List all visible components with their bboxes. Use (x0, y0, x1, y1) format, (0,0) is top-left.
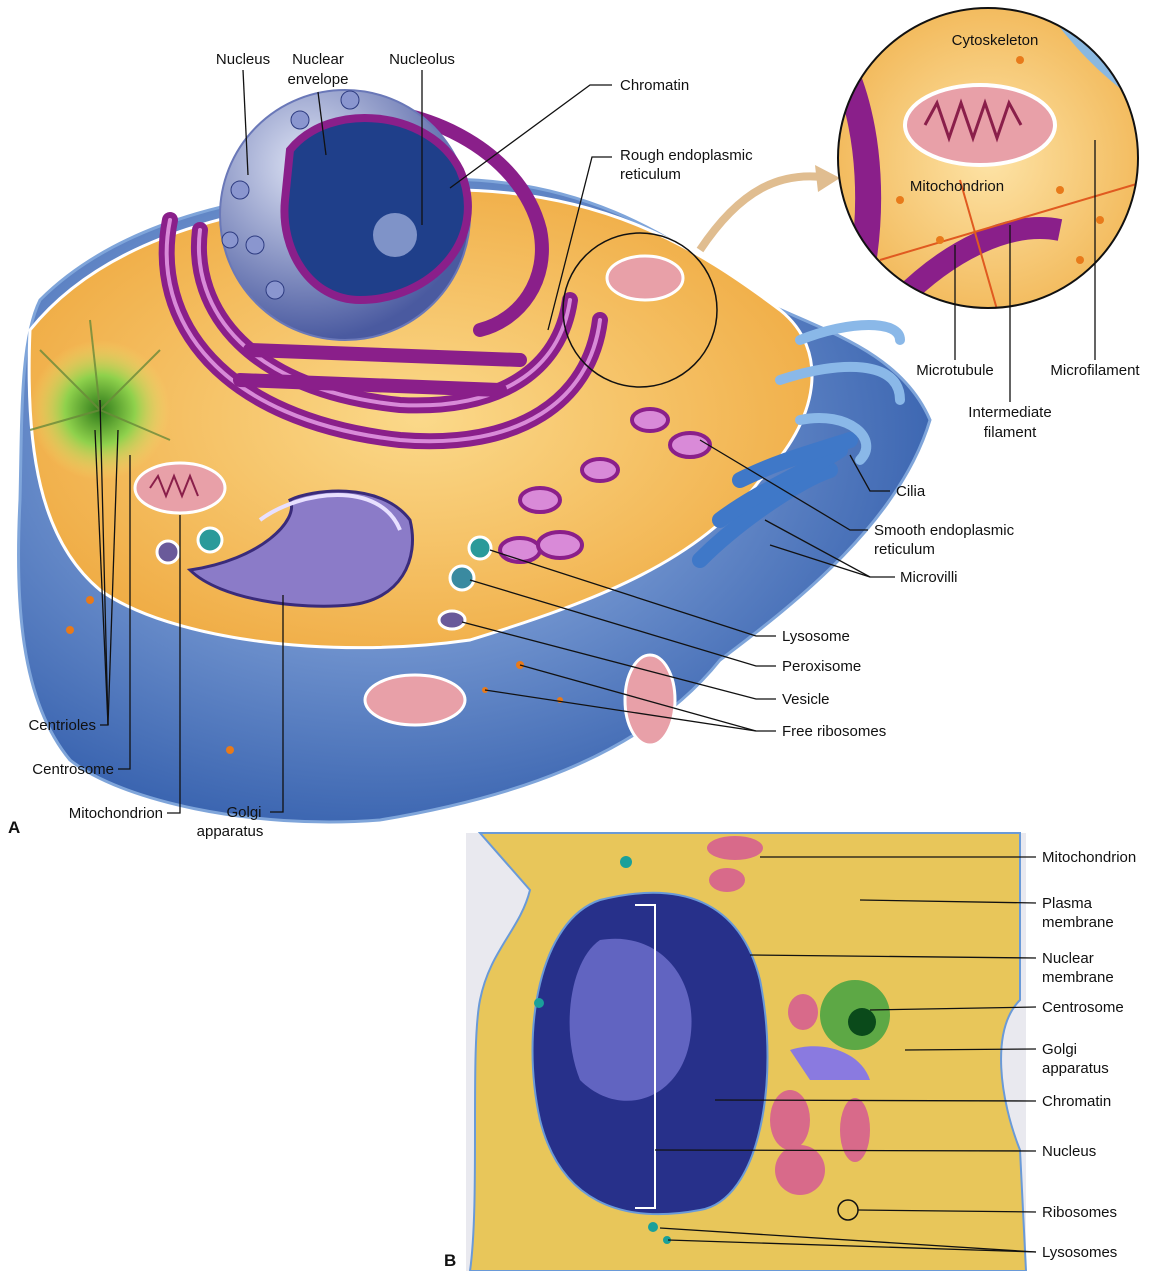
label-b-golgi-line2: apparatus (1042, 1060, 1109, 1077)
label-microvilli: Microvilli (900, 569, 958, 586)
label-centrioles: Centrioles (28, 717, 96, 734)
label-nuclear-envelope-line2: envelope (287, 71, 349, 88)
smooth-er (498, 407, 712, 564)
vesicle-shape (155, 539, 467, 631)
label-mitochondrion: Mitochondrion (68, 805, 163, 822)
golgi-apparatus (186, 489, 414, 608)
label-cilia: Cilia (896, 483, 926, 500)
micrograph (466, 832, 1028, 1271)
label-nucleus: Nucleus (215, 51, 271, 68)
label-microfilament: Microfilament (1050, 362, 1140, 379)
label-cytoskeleton: Cytoskeleton (951, 32, 1039, 49)
zoom-arrow (696, 172, 831, 253)
label-b-nuclear-membrane-line1: Nuclear (1042, 950, 1094, 967)
mitochondrion-shape (133, 254, 685, 515)
label-centrosome: Centrosome (32, 761, 114, 778)
label-b-ribosomes: Ribosomes (1042, 1204, 1118, 1221)
label-intermediate-filament-line2: filament (983, 424, 1037, 441)
cilia (775, 320, 905, 465)
label-b-nuclear-membrane-line2: membrane (1042, 969, 1114, 986)
label-b-chromatin: Chromatin (1042, 1093, 1112, 1110)
microvilli (692, 432, 858, 568)
lysosome-shape (196, 526, 493, 561)
label-chromatin: Chromatin (620, 77, 690, 94)
label-b-nucleus: Nucleus (1042, 1143, 1097, 1160)
label-golgi-line1: Golgi (226, 804, 262, 821)
label-b-plasma-membrane-line1: Plasma (1042, 895, 1093, 912)
label-lysosome: Lysosome (782, 628, 850, 645)
label-b-golgi-line1: Golgi (1042, 1041, 1078, 1058)
panel-letter-b: B (444, 1251, 457, 1270)
label-vesicle: Vesicle (782, 691, 830, 708)
nucleus-shape (219, 89, 472, 341)
label-b-lysosomes: Lysosomes (1042, 1244, 1118, 1261)
label-smooth-er-line1: Smooth endoplasmic (874, 522, 1015, 539)
label-rough-er-line2: reticulum (620, 166, 681, 183)
micrograph-mitochondria (707, 836, 870, 1195)
label-golgi-line2: apparatus (196, 823, 264, 840)
label-intermediate-filament-line1: Intermediate (968, 404, 1052, 421)
label-b-centrosome: Centrosome (1042, 999, 1124, 1016)
cytoskeleton-inset (838, 8, 1138, 308)
label-nuclear-envelope-line1: Nuclear (292, 51, 344, 68)
label-b-plasma-membrane-line2: membrane (1042, 914, 1114, 931)
label-inset-mitochondrion: Mitochondrion (909, 178, 1005, 195)
leader-lines (94, 69, 1096, 1253)
label-microtubule: Microtubule (916, 362, 994, 379)
label-b-mitochondrion: Mitochondrion (1042, 849, 1137, 866)
label-rough-er-line1: Rough endoplasmic (620, 147, 753, 164)
label-free-ribosomes: Free ribosomes (782, 723, 887, 740)
panel-letter-a: A (8, 818, 21, 837)
label-smooth-er-line2: reticulum (874, 541, 935, 558)
label-peroxisome: Peroxisome (782, 658, 862, 675)
zoom-region-circle (562, 232, 718, 388)
label-nucleolus: Nucleolus (389, 51, 455, 68)
peroxisome-shape (448, 564, 476, 592)
